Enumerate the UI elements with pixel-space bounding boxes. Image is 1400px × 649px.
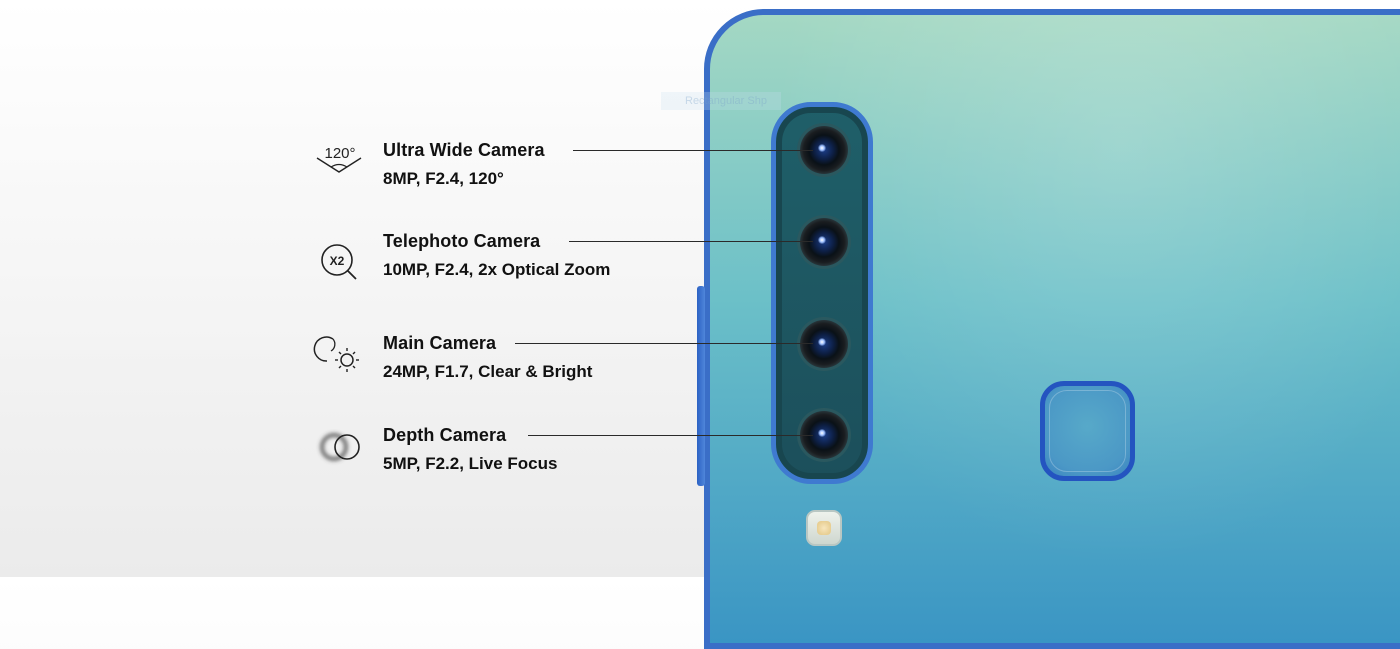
flash xyxy=(806,510,842,546)
phone-side-button xyxy=(697,286,705,486)
leader-line-telephoto xyxy=(569,241,813,242)
zoom-icon-text: X2 xyxy=(330,254,345,268)
ultra-wide-120-icon: 120° xyxy=(313,140,365,184)
feature-spec: 24MP, F1.7, Clear & Bright xyxy=(383,362,593,381)
leader-line-ultra-wide xyxy=(573,150,813,151)
ghost-layer-label: Rectangular Shp xyxy=(661,92,781,110)
feature-title: Depth Camera xyxy=(383,425,507,445)
fingerprint-sensor xyxy=(1040,381,1135,481)
live-focus-icon xyxy=(313,425,365,469)
feature-spec: 8MP, F2.4, 120° xyxy=(383,169,504,188)
feature-spec: 5MP, F2.2, Live Focus xyxy=(383,454,558,473)
camera-features-banner: Rectangular Shp 120° Ultra Wide Camera 8… xyxy=(0,9,1400,649)
feature-title: Telephoto Camera xyxy=(383,231,541,251)
telephoto-lens xyxy=(800,218,848,266)
feature-title: Ultra Wide Camera xyxy=(383,140,545,160)
feature-title: Main Camera xyxy=(383,333,497,353)
feature-spec: 10MP, F2.4, 2x Optical Zoom xyxy=(383,260,611,279)
zoom-x2-icon: X2 xyxy=(313,231,365,280)
feature-ultra-wide: 120° Ultra Wide Camera 8MP, F2.4, 120° xyxy=(0,140,720,200)
ultra-wide-icon-text: 120° xyxy=(324,145,355,162)
feature-main: Main Camera 24MP, F1.7, Clear & Bright xyxy=(0,333,720,393)
feature-telephoto: X2 Telephoto Camera 10MP, F2.4, 2x Optic… xyxy=(0,231,720,291)
feature-depth: Depth Camera 5MP, F2.2, Live Focus xyxy=(0,425,720,485)
brightness-icon xyxy=(313,333,365,377)
leader-line-main xyxy=(515,343,813,344)
main-lens xyxy=(800,320,848,368)
leader-line-depth xyxy=(528,435,813,436)
